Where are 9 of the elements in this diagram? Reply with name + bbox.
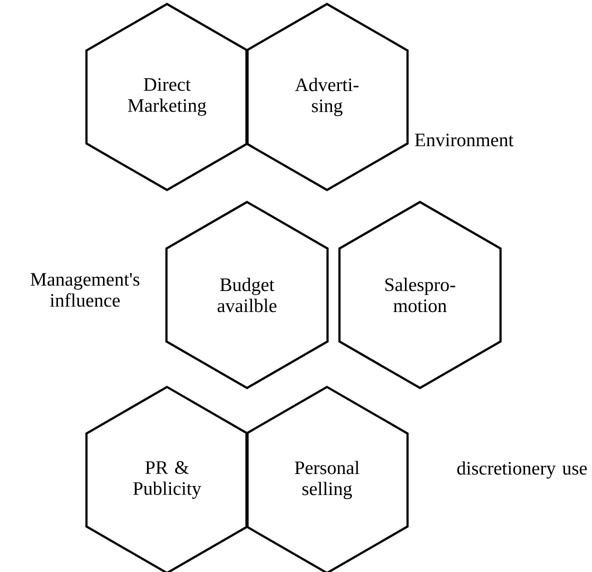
hexagon: Budget availble <box>165 200 329 390</box>
hexagon: PR & Publicity <box>85 386 249 572</box>
label-text: Management's influence <box>30 273 140 307</box>
hexagon: Direct Marketing <box>85 2 249 192</box>
hexagon: Personal selling <box>245 386 409 572</box>
label-text: discretionery use <box>457 461 587 479</box>
label-text: Environment <box>414 134 514 146</box>
hexagon: Salespro- motion <box>338 200 502 390</box>
hexagon: Adverti- sing <box>245 2 409 192</box>
